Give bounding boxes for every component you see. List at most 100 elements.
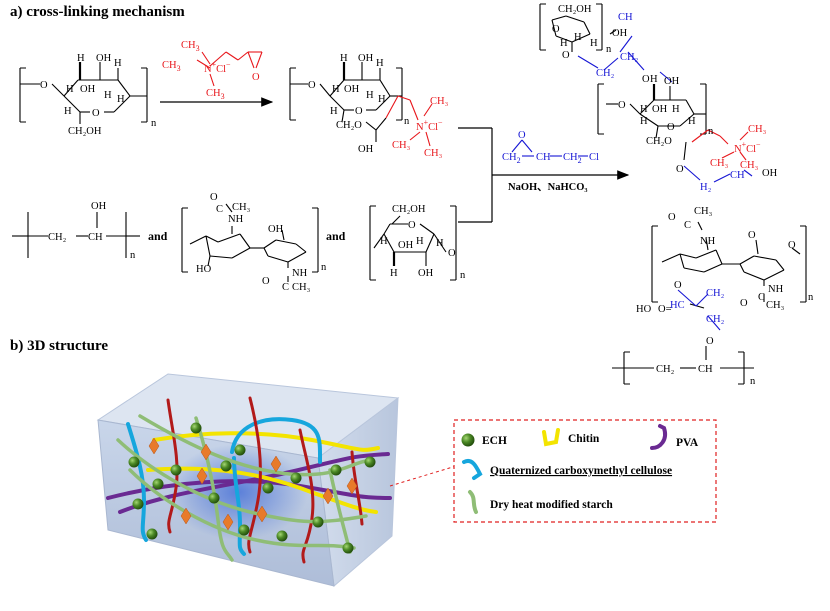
quat-o-label: O [252,72,260,83]
chem-label: H [117,94,125,105]
quat-cl-label: Cl [746,144,756,155]
chem-label: CH₂ [656,364,675,375]
svg-text:N+Cl−: N+Cl− [416,118,443,133]
chem-label: H [688,116,696,127]
chem-label: NH [768,284,784,295]
chem-label: O [667,122,675,133]
crosslinked-red-chain [691,129,749,161]
legend-pva-swatch [650,424,667,450]
chem-label: NH [228,214,244,225]
and-connector-2: and [326,229,346,243]
chem-label: OH [664,76,680,87]
chem-label-blue: CH [618,12,633,23]
quat-plus-label: + [424,118,429,127]
chem-label: O [562,50,570,61]
chem-label: O [308,80,316,91]
chem-label: OH [652,104,668,115]
crosslinked-blue-bridges [577,35,753,331]
chem-label: OH [268,224,284,235]
chem-label-blue: CH₂ [596,68,615,79]
legend-starch-swatch [468,490,478,514]
diamond-markers [148,437,358,531]
svg-text:CH3: CH3 [181,40,200,53]
chem-label: H [390,268,398,279]
chitin-unit [181,203,319,282]
chem-label: H [366,90,374,101]
chem-label: CH₃ [232,202,251,213]
svg-text:N+Cl−: N+Cl− [734,140,761,155]
chem-label-red: CH₃ [392,140,411,151]
quaternized-cellulose-intermediate [289,62,403,142]
chem-label: H [380,236,388,247]
chem-label: O [448,248,456,259]
chem-label: H [640,116,648,127]
structure-3d-box [96,373,400,587]
ech-ch2-label: CH [563,152,578,163]
chem-label: O [40,80,48,91]
legend-connector [389,465,457,487]
section-b-title: b) 3D structure [10,338,109,354]
chem-label: CH₃ [292,282,311,293]
chem-label: O [262,276,270,287]
ech-reagent: O CH2 CH CH2 Cl NaOH、NaHCO₃ [502,130,599,193]
chem-label: H [574,32,582,43]
quat-plus-label: + [742,140,747,149]
chem-label: H [650,74,658,85]
chem-label: H [64,106,72,117]
ech-ch-label: CH [536,152,551,163]
repeat-n: n [130,250,136,261]
quat-n-label: N [204,64,212,75]
chem-label: H [672,104,680,115]
section-a-title: a) cross-linking mechanism [10,4,185,20]
svg-text:N+Cl−: N+Cl− [204,60,231,75]
ech-ch2-label: CH [502,152,517,163]
legend-chitin-label: Chitin [568,433,600,445]
chem-label: CH₃ [694,206,713,217]
repeat-n: n [404,116,410,127]
chem-label: O [706,336,714,347]
quat-ch3-label: CH [206,88,221,99]
chem-label: OH [80,84,96,95]
chem-label: O [92,108,100,119]
chem-label: HO [196,264,212,275]
chem-label: CH₂OH [558,4,592,15]
quat-ch3-label: CH [181,40,196,51]
ech-o-label: O [518,130,526,141]
chem-label: H [640,104,648,115]
quat-ch3-label: CH [162,60,177,71]
chem-label: O [740,298,748,309]
chem-label: O [668,212,676,223]
repeat-n: n [606,44,612,55]
chem-label: O [674,280,682,291]
quat-minus-label: − [226,60,231,69]
quat-minus-label: − [756,140,761,149]
quat-sub-label: 3 [221,92,225,101]
chem-label: O [210,192,218,203]
chem-label: CH₂OH [392,204,426,215]
chem-label: H [104,90,112,101]
chem-label: O [408,220,416,231]
chem-label-blue: CH₂ [620,52,639,63]
chem-label: O [748,230,756,241]
chem-label-red: CH₃ [424,148,443,159]
cellulose-unit-start [19,62,148,124]
chem-label: O [618,100,626,111]
legend-qcmc-swatch [462,459,483,480]
legend: ECH Chitin PVA Quaternized carboxymethyl… [461,424,699,514]
chem-label: O [788,240,796,251]
repeat-n: n [151,118,157,129]
chem-label: CH₂O [646,136,672,147]
chem-label: OH [91,201,107,212]
chem-label: C [216,204,223,215]
chem-label-red: CH₃ [740,160,759,171]
quat-n-label: N [734,144,742,155]
chem-label: O [642,74,650,85]
repeat-n: n [321,262,327,273]
chem-label-red: CH₃ [710,158,729,169]
legend-pva-label: PVA [676,437,699,449]
chem-label: OH [96,53,112,64]
chem-label: NH [292,268,308,279]
ech-sub-label: 2 [517,156,521,165]
chem-label: H [436,238,444,249]
